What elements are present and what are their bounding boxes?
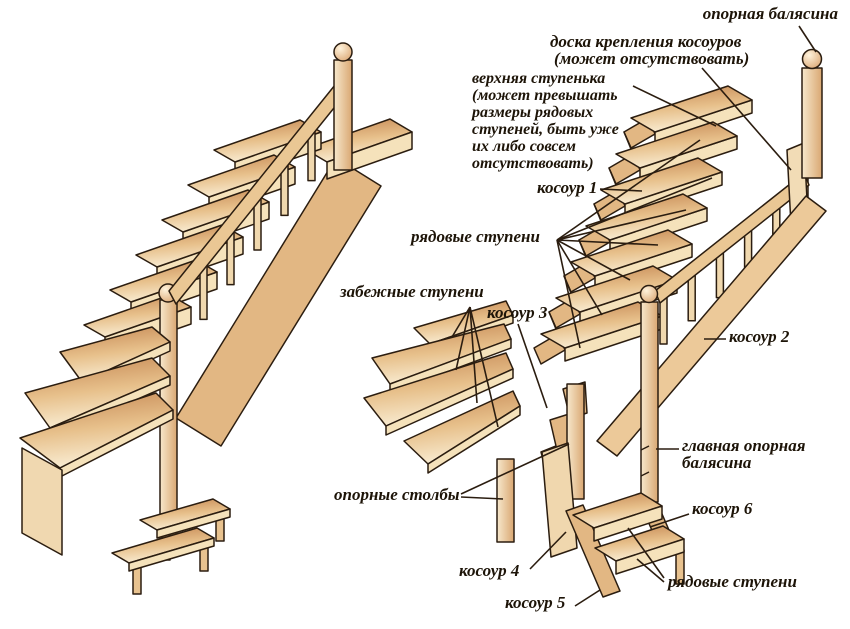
- riser: [615, 538, 685, 575]
- label-ryadovye-stupeni-top: рядовые ступени: [411, 227, 540, 246]
- leader-line: [455, 306, 471, 371]
- label-doska-krepleniya: доска крепления косоуров (может отсутств…: [550, 33, 749, 67]
- leader-line: [556, 239, 603, 316]
- label-doska-line1: доска крепления косоуров: [550, 32, 742, 51]
- label-zabezhnye-stupeni: забежные ступени: [340, 282, 484, 301]
- label-glavnaya-opornaya-balyasina: главная опорная балясина: [682, 437, 805, 471]
- leader-line: [469, 306, 499, 428]
- tread: [600, 157, 723, 205]
- main-support-post: [640, 301, 659, 503]
- label-verkhnyaya-line3: размеры рядовых: [472, 104, 594, 121]
- tread: [615, 121, 738, 169]
- leader-line: [556, 239, 631, 281]
- label-verkhnyaya-line1: верхняя ступенька: [472, 70, 606, 87]
- ball-finial: [639, 284, 659, 304]
- label-ryadovye-stupeni-bottom: рядовые ступени: [668, 572, 797, 591]
- label-glavnaya-line1: главная опорная: [682, 436, 806, 455]
- ball-finial: [333, 42, 353, 62]
- kosour4-board: [541, 442, 578, 558]
- plank-edge: [128, 537, 215, 572]
- label-opornaya-balyasina: опорная балясина: [702, 4, 838, 23]
- leader-line: [556, 239, 659, 246]
- handrail: [654, 172, 810, 304]
- leader-line: [460, 496, 504, 500]
- leader-line: [556, 209, 687, 241]
- label-kosour-2: косоур 2: [729, 327, 790, 346]
- leader-line: [599, 188, 643, 192]
- label-verkhnyaya-stupenka: верхняя ступенька (может превышать разме…: [472, 70, 619, 172]
- leader-lines: [451, 25, 817, 607]
- tread: [540, 301, 663, 349]
- top-newel-post: [801, 67, 823, 179]
- leader-line: [556, 177, 713, 241]
- winder-skirt: [21, 447, 63, 556]
- leader-line: [460, 443, 570, 495]
- leader-line: [451, 306, 471, 338]
- leader-line: [556, 139, 701, 241]
- leader-line: [574, 589, 601, 607]
- leader-line: [556, 239, 581, 349]
- winder-edge: [385, 368, 514, 436]
- leader-line: [517, 323, 548, 409]
- leader-line: [640, 471, 650, 477]
- support-post: [496, 458, 515, 543]
- leader-line: [701, 67, 792, 171]
- leader-line: [649, 513, 690, 528]
- label-kosour-3: косоур 3: [487, 303, 548, 322]
- leader-line: [798, 25, 817, 53]
- leader-line: [632, 85, 717, 127]
- riser: [593, 505, 663, 542]
- label-kosour-6: косоур 6: [692, 499, 753, 518]
- label-verkhnyaya-line2: (может превышать: [472, 87, 618, 104]
- kosour5-stringer: [565, 504, 621, 598]
- plank-edge: [156, 508, 231, 539]
- leader-line: [529, 531, 567, 570]
- leader-line: [636, 558, 665, 583]
- leader-line: [469, 306, 478, 404]
- right-staircase-exploded: [363, 48, 827, 598]
- tread: [630, 85, 753, 133]
- left-staircase-assembled: [19, 42, 413, 595]
- label-kosour-5: косоур 5: [505, 593, 566, 612]
- leader-line: [640, 445, 650, 451]
- label-kosour-4: косоур 4: [459, 561, 520, 580]
- top-newel-post: [333, 59, 353, 171]
- ball-finial: [801, 48, 823, 70]
- label-verkhnyaya-line5: их либо совсем: [472, 138, 576, 155]
- side-stringer: [175, 157, 382, 447]
- label-kosour-1: косоур 1: [537, 178, 598, 197]
- label-verkhnyaya-line4: ступеней, быть уже: [472, 121, 619, 138]
- label-opornye-stolby: опорные столбы: [334, 485, 460, 504]
- label-glavnaya-line2: балясина: [682, 453, 752, 472]
- label-doska-line2: (может отсутствовать): [554, 49, 750, 68]
- leader-line: [627, 527, 665, 579]
- label-verkhnyaya-line6: отсутствовать): [472, 155, 594, 172]
